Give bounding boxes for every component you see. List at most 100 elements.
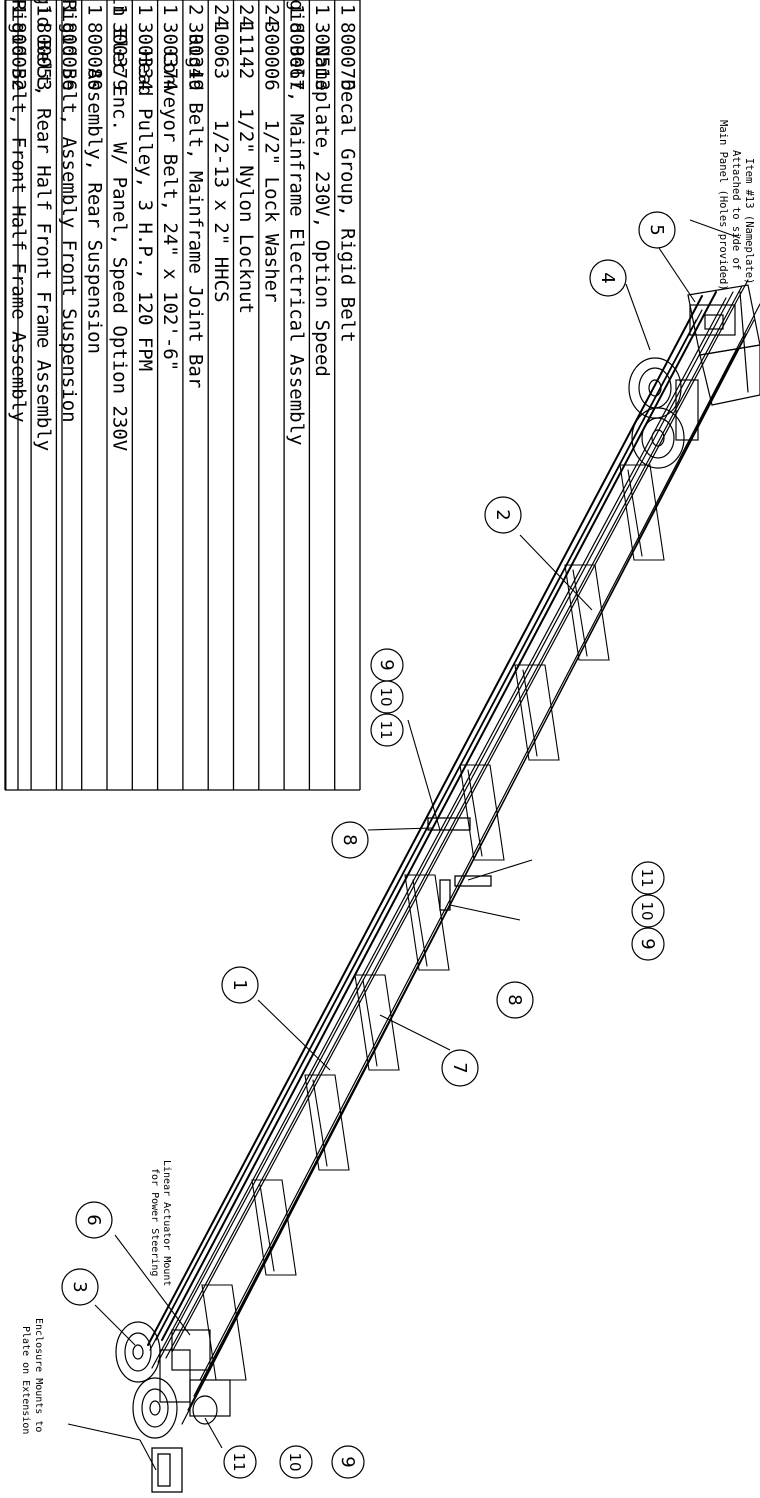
bill-of-materials-table xyxy=(4,0,361,791)
balloon-number: 9 xyxy=(637,938,658,949)
head-pulley xyxy=(189,1379,231,1425)
bom-qty: 24 xyxy=(235,4,257,27)
balloon-circle xyxy=(631,894,665,928)
balloon-number: 6 xyxy=(83,1214,104,1225)
bom-description: Rigid Belt, Mainframe Electrical Assembl… xyxy=(286,0,308,446)
cross-members xyxy=(201,464,665,1381)
item-balloon: 6 xyxy=(75,1201,113,1239)
balloon-circle xyxy=(441,1049,479,1087)
note-nameplate-line-2: Attached to side of xyxy=(730,150,742,270)
balloon-circle xyxy=(631,861,665,895)
balloon-number: 4 xyxy=(597,272,618,283)
note-enclosure: Enclosure Mounts to Plate on Extension xyxy=(20,1318,44,1434)
item-balloon: 9 xyxy=(631,927,665,961)
balloon-number: 10 xyxy=(638,901,656,920)
main-electrical-enclosure xyxy=(687,284,760,406)
balloon-number: 8 xyxy=(339,834,360,845)
balloon-circle xyxy=(279,1445,313,1479)
balloon-circle xyxy=(631,927,665,961)
note-nameplate-line-1: Item #13 (Nameplate) xyxy=(743,158,755,284)
bom-part-number: 300379 xyxy=(109,22,131,91)
bom-description: 1/2" Nylon Locknut xyxy=(235,108,257,314)
conveyor-belt xyxy=(147,291,717,1346)
item-balloon: 9 xyxy=(331,1445,365,1479)
balloon-number: 2 xyxy=(492,509,513,520)
item-balloon: 7 xyxy=(441,1049,479,1087)
balloon-number: 11 xyxy=(638,868,656,887)
bom-part-number: 300374 xyxy=(159,22,181,91)
balloon-circle xyxy=(370,680,404,714)
bom-part-number: 800067 xyxy=(286,22,308,91)
note-actuator: Linear Actuator Mount for Power Steering xyxy=(149,1160,172,1286)
balloon-circle xyxy=(221,966,259,1004)
item-balloon: 8 xyxy=(496,981,534,1019)
conveyor-assembly-view xyxy=(115,279,760,1493)
item-balloon: 5 xyxy=(638,211,676,249)
bom-qty: 1 xyxy=(33,4,55,15)
balloon-number: 7 xyxy=(449,1062,470,1073)
bom-part-number: 800080 xyxy=(83,22,105,91)
bom-description: Conveyor Belt, 24" x 102'-6" xyxy=(159,51,181,371)
bom-description: Rigid Belt, Rear Half Front Frame Assemb… xyxy=(33,0,55,451)
bom-description: Rigid Belt, Mainframe Joint Bar xyxy=(184,34,206,389)
item-balloon: 1 xyxy=(221,966,259,1004)
note-nameplate: Item #13 (Nameplate) Attached to side of… xyxy=(717,120,755,291)
bom-part-number: 800056 xyxy=(58,22,80,91)
bom-description: 1/2-13 x 2" HHCS xyxy=(210,119,232,302)
bom-part-number: 800076 xyxy=(336,22,358,91)
front-suspension-wheels xyxy=(115,1321,211,1439)
enclosure-mount-plate xyxy=(151,1447,183,1493)
bom-part-number: 300006 xyxy=(260,22,282,91)
balloon-circle xyxy=(496,981,534,1019)
bom-part-number: 11142 xyxy=(235,22,257,79)
item-balloon: 2 xyxy=(484,496,522,534)
balloon-circle xyxy=(370,713,404,747)
bom-description: Nameplate, 230V, Option Speed xyxy=(311,45,333,377)
bom-qty: 1 xyxy=(83,4,105,15)
balloon-circle xyxy=(331,821,369,859)
item-balloon: 10 xyxy=(279,1445,313,1479)
bom-qty: 2 xyxy=(184,4,206,15)
item-balloon: 10 xyxy=(370,680,404,714)
balloon-circle xyxy=(61,1268,99,1306)
bom-description: Decal Group, Rigid Belt xyxy=(336,79,358,342)
balloon-number: 8 xyxy=(504,994,525,1005)
bom-qty: 1 xyxy=(311,4,333,15)
item-balloon: 11 xyxy=(223,1445,257,1479)
bom-part-number: 800053 xyxy=(33,22,55,91)
bom-qty: 1 xyxy=(336,4,358,15)
bom-qty: 1 xyxy=(58,4,80,15)
bom-qty: 1 xyxy=(7,4,29,15)
balloon-circle xyxy=(223,1445,257,1479)
item-balloon: 11 xyxy=(370,713,404,747)
balloon-number: 1 xyxy=(229,979,250,990)
balloon-number: 10 xyxy=(286,1452,304,1471)
bom-part-number: 300513 xyxy=(311,22,333,91)
note-nameplate-line-3: Main Panel (Holes provided) xyxy=(717,120,729,291)
note-actuator-line-2: for Power Steering xyxy=(149,1168,160,1276)
item-balloon: 11 xyxy=(631,861,665,895)
item-balloon: 8 xyxy=(331,821,369,859)
bom-qty: 24 xyxy=(210,4,232,27)
balloon-number: 9 xyxy=(337,1456,358,1467)
bom-part-number: 300349 xyxy=(184,22,206,91)
mainframe-rails xyxy=(149,279,760,1425)
balloon-number: 3 xyxy=(69,1281,90,1292)
item-balloon: 9 xyxy=(370,648,404,682)
balloon-number: 11 xyxy=(377,720,395,739)
bom-qty: 24 xyxy=(260,4,282,27)
